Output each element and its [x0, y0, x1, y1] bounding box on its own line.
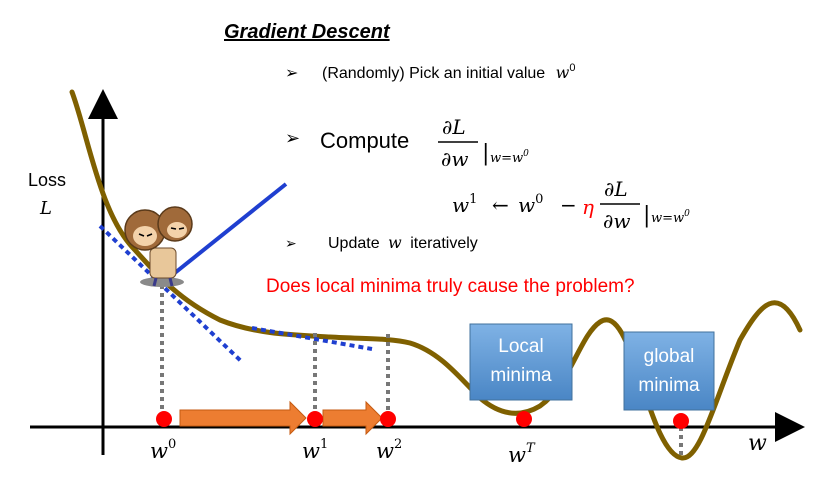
bullet-arrow-1: ➢ — [285, 65, 298, 82]
svg-text:w=w0: w=w0 — [651, 209, 690, 226]
global-minima-line2: minima — [638, 375, 700, 396]
y-axis-label-loss: Loss — [28, 170, 66, 190]
point-w2 — [380, 411, 396, 427]
negative-gradient-line — [164, 182, 288, 282]
question-text: Does local minima truly cause the proble… — [266, 276, 635, 297]
tick-label-w2: w2 — [376, 437, 402, 463]
bullet-pick-text: (Randomly) Pick an initial value w0 — [322, 62, 575, 82]
y-axis-label-L: L — [39, 198, 52, 219]
svg-text:w1: w1 — [452, 192, 477, 217]
eval-condition: w=w0 — [490, 149, 529, 166]
svg-text:w0: w0 — [518, 192, 543, 217]
loss-curve — [69, 89, 803, 461]
global-minima-line1: global — [644, 346, 695, 367]
x-axis-label-w: w — [748, 431, 767, 456]
tick-label-w1: w1 — [302, 437, 328, 463]
tangent-dashed-2 — [251, 326, 373, 351]
step-arrow-2 — [322, 400, 383, 436]
svg-text:|: | — [643, 203, 650, 228]
bullet-arrow-3: ➢ — [285, 235, 297, 251]
point-w1 — [307, 411, 323, 427]
minus-sign: − — [560, 193, 577, 217]
global-minima-box: global minima — [623, 331, 715, 411]
tick-label-w0: w0 — [150, 437, 176, 463]
gradient-expression: ∂L ∂w | w=w0 — [438, 115, 529, 171]
bullet-compute-label: Compute — [320, 128, 409, 153]
learning-rate-eta: η — [582, 195, 594, 219]
bullet-update-text: Update w iteratively — [328, 233, 478, 252]
partial-denominator: ∂w — [441, 147, 468, 171]
partial-denominator-2: ∂w — [603, 209, 630, 233]
partial-numerator-2: ∂L — [604, 177, 628, 201]
eval-bar: | — [482, 141, 489, 166]
bullet-arrow-2: ➢ — [285, 128, 300, 148]
tick-label-wT: wT — [508, 441, 536, 467]
slide-title: Gradient Descent — [224, 21, 391, 43]
tangent-dashed-1 — [98, 224, 244, 364]
assign-arrow: ← — [492, 193, 509, 217]
local-minima-line2: minima — [490, 365, 552, 386]
cartoon-character-illustration — [124, 206, 193, 287]
point-wT — [516, 411, 532, 427]
local-minima-box: Local minima — [469, 323, 573, 401]
local-minima-line1: Local — [498, 336, 543, 357]
point-global — [673, 413, 689, 429]
update-formula: w1 ← w0 − η ∂L ∂w | w=w0 — [452, 177, 690, 233]
partial-numerator: ∂L — [442, 115, 466, 139]
point-w0 — [156, 411, 172, 427]
step-arrow-1 — [179, 400, 307, 436]
